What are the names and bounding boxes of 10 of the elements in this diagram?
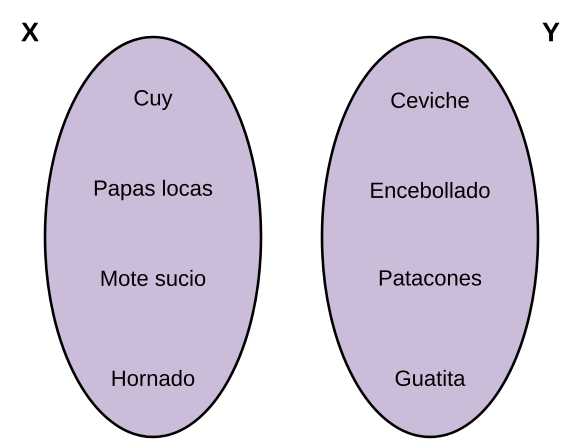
set-element: Cuy [134,90,173,110]
set-element: Ceviche [391,92,469,108]
set-element: Papas locas [94,180,212,200]
node-label: Y [542,22,560,42]
set-element: Guatita [396,370,466,386]
set-element: Mote sucio [102,270,206,286]
set-element: Patacones [380,270,482,286]
node-label: X [21,22,39,42]
set-element: Hornado [112,370,194,386]
set-element: Encebollado [371,182,490,198]
